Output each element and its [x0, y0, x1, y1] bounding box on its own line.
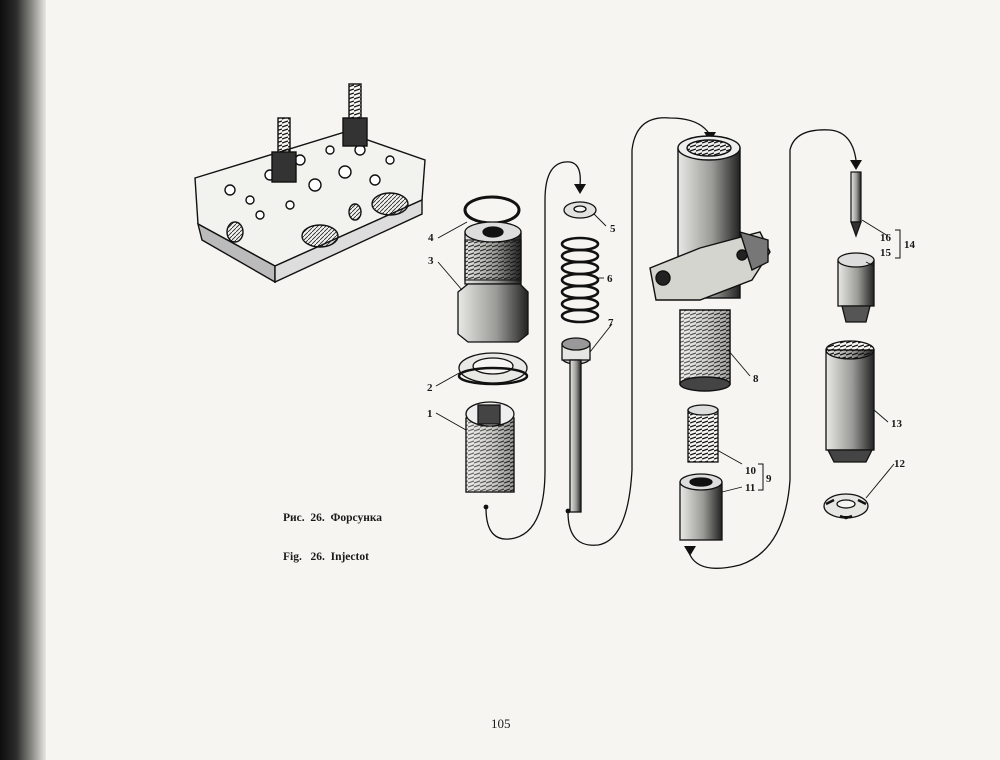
- callout-8: 8: [753, 373, 759, 385]
- part-16-nozzle-needle: [850, 171, 862, 238]
- callout-16: 16: [880, 232, 892, 244]
- page-number: 105: [491, 716, 511, 731]
- part-13-nozzle-nut: [825, 340, 875, 463]
- part-2-washer: [457, 352, 529, 386]
- callout-11: 11: [745, 482, 755, 494]
- part-3-union-nut: [457, 221, 529, 343]
- callout-1: 1: [427, 408, 433, 420]
- callout-12: 12: [894, 458, 906, 470]
- callout-10: 10: [745, 465, 757, 477]
- figure-caption: Рис. 26. Форсунка Fig. 26. Injectot: [283, 486, 382, 577]
- part-12-spacer-washer: [823, 493, 869, 520]
- callout-14: 14: [904, 239, 916, 251]
- callout-7: 7: [608, 317, 614, 329]
- callout-brackets: [758, 229, 901, 491]
- book-spine-shadow: [0, 0, 46, 760]
- part-15-nozzle-body: [837, 252, 875, 323]
- callout-4: 4: [428, 232, 434, 244]
- caption-english: Fig. 26. Injectot: [283, 551, 369, 563]
- part-6-spring: [560, 236, 600, 324]
- callout-2: 2: [427, 382, 433, 394]
- callout-15: 15: [880, 247, 892, 259]
- callout-6: 6: [607, 273, 613, 285]
- flow-line-endpoints: [483, 504, 571, 514]
- cylinder-head-illustration: [194, 83, 426, 284]
- caption-russian: Рис. 26. Форсунка: [283, 512, 383, 524]
- part-7-push-rod: [561, 337, 591, 513]
- part-10-filter-element: [687, 404, 719, 463]
- flow-arrow-heads: [574, 132, 862, 556]
- callout-9: 9: [766, 473, 772, 485]
- part-11-filter-sleeve: [679, 473, 723, 541]
- part-1-adjusting-screw: [465, 401, 515, 493]
- part-4-o-ring: [463, 195, 521, 225]
- callout-3: 3: [428, 255, 434, 267]
- callout-13: 13: [891, 418, 903, 430]
- assembly-flow-lines: [485, 117, 857, 569]
- part-8-injector-body: [649, 135, 771, 392]
- callout-5: 5: [610, 223, 616, 235]
- callout-leader-lines: [435, 213, 895, 499]
- part-5-spring-washer: [563, 201, 597, 219]
